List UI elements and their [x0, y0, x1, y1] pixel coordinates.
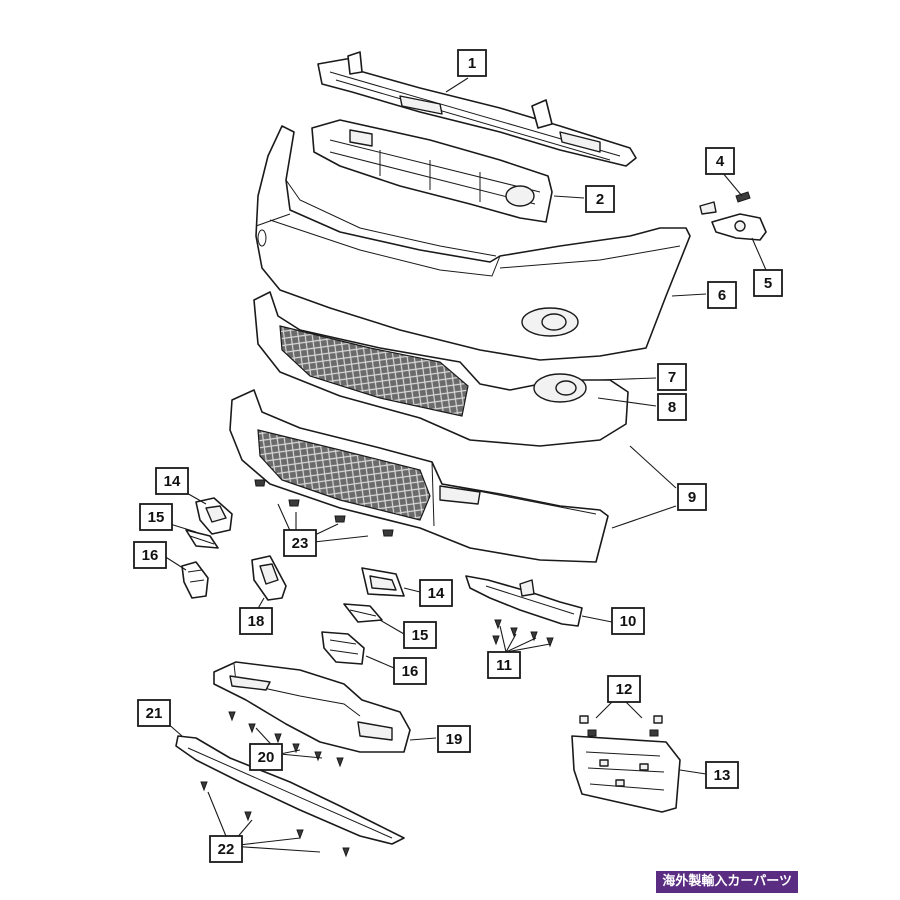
callout-box-5: 5	[753, 269, 783, 297]
callout-box-13: 13	[705, 761, 739, 789]
callout-number: 4	[716, 153, 725, 170]
callout-box-8: 8	[657, 393, 687, 421]
fasteners	[200, 479, 663, 858]
callout-number: 14	[164, 473, 181, 490]
part-license-bracket	[571, 735, 681, 813]
callout-number: 14	[428, 585, 445, 602]
callout-box-19: 19	[437, 725, 471, 753]
callout-number: 15	[412, 627, 429, 644]
callout-box-20: 20	[249, 743, 283, 771]
callout-number: 22	[218, 841, 235, 858]
callout-number: 23	[292, 535, 309, 552]
callout-box-21: 21	[137, 699, 171, 727]
callout-number: 16	[402, 663, 419, 680]
callout-box-16-center: 16	[393, 657, 427, 685]
part-skid-plate	[213, 661, 411, 753]
callout-box-18: 18	[239, 607, 273, 635]
callout-number: 6	[718, 287, 726, 304]
callout-box-23: 23	[283, 529, 317, 557]
callout-number: 19	[446, 731, 463, 748]
callout-number: 10	[620, 613, 637, 630]
callout-number: 7	[668, 369, 676, 386]
callout-box-14-left: 14	[155, 467, 189, 495]
callout-box-16-left: 16	[133, 541, 167, 569]
callout-number: 5	[764, 275, 772, 292]
callout-box-15-left: 15	[139, 503, 173, 531]
part-side-bracket	[465, 575, 583, 627]
callout-box-10: 10	[611, 607, 645, 635]
callout-number: 15	[148, 509, 165, 526]
callout-number: 9	[688, 489, 696, 506]
callout-box-4: 4	[705, 147, 735, 175]
callout-box-9: 9	[677, 483, 707, 511]
part-energy-absorber	[311, 119, 553, 223]
callout-box-1: 1	[457, 49, 487, 77]
callout-box-12: 12	[607, 675, 641, 703]
part-reinforcement-beam	[317, 51, 637, 167]
callout-number: 12	[616, 681, 633, 698]
callout-box-14-center: 14	[419, 579, 453, 607]
callout-number: 13	[714, 767, 731, 784]
seller-banner: 海外製輸入カーパーツ	[656, 871, 798, 893]
part-left-brackets	[181, 497, 287, 601]
callout-number: 8	[668, 399, 676, 416]
part-bottom-shield	[175, 735, 405, 845]
callout-number: 11	[496, 657, 512, 674]
part-fog-lamp-bracket	[699, 191, 767, 241]
callout-box-22: 22	[209, 835, 243, 863]
callout-number: 16	[142, 547, 159, 564]
callout-box-11: 11	[487, 651, 521, 679]
callout-number: 2	[596, 191, 604, 208]
callout-box-6: 6	[707, 281, 737, 309]
part-lower-fascia	[253, 291, 629, 447]
callout-number: 1	[468, 55, 476, 72]
callout-number: 18	[248, 613, 265, 630]
part-lower-valance	[229, 389, 609, 563]
callout-number: 20	[258, 749, 275, 766]
callout-box-2: 2	[585, 185, 615, 213]
part-bumper-fascia	[255, 125, 691, 361]
callout-number: 21	[146, 705, 163, 722]
callout-box-15-center: 15	[403, 621, 437, 649]
part-center-brackets	[321, 567, 405, 665]
callout-box-7: 7	[657, 363, 687, 391]
